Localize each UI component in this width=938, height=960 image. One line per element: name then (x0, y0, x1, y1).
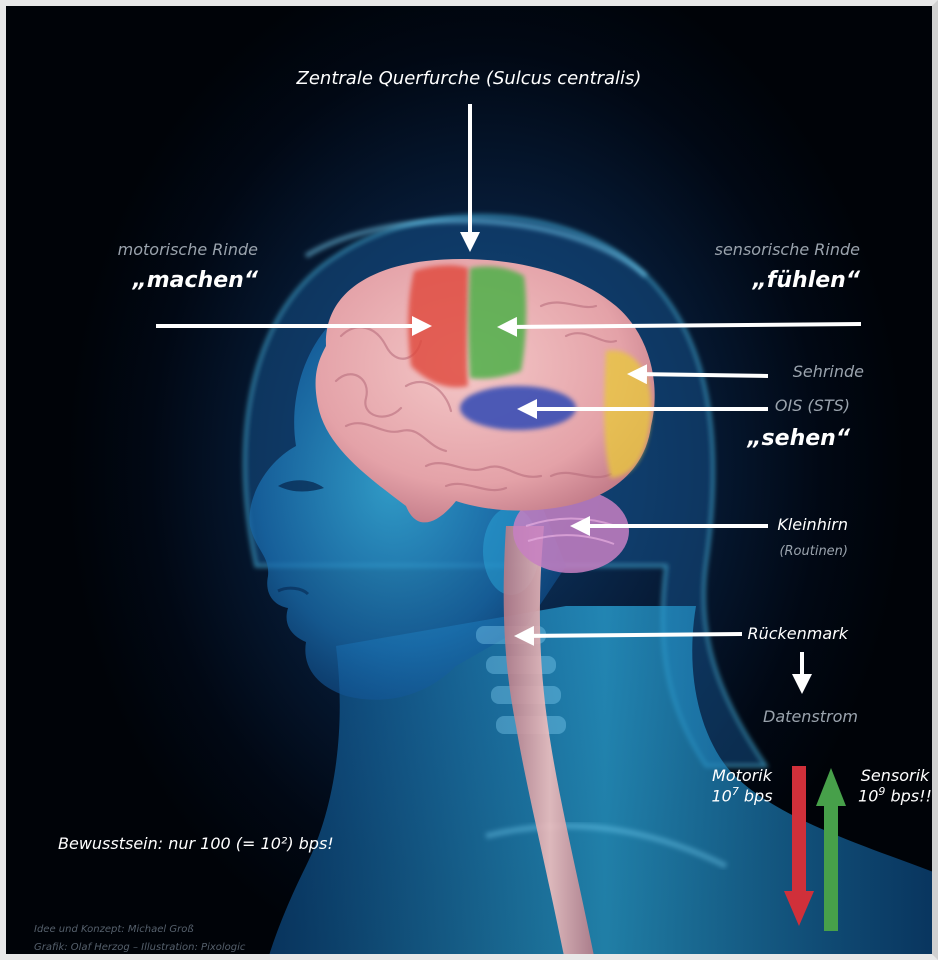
consciousness-text: Bewusstsein: nur 100 (= 10²) bps! (58, 834, 334, 853)
ois-verb: „sehen“ (686, 426, 850, 451)
visual-cortex-label: Sehrinde (706, 362, 864, 381)
sensory-cortex-region (469, 266, 527, 378)
motorik-rate: 107 bps (706, 785, 778, 805)
datastream-label: Datenstrom (706, 707, 858, 726)
cerebellum-label: Kleinhirn (706, 515, 848, 534)
sensorik-name: Sensorik (852, 766, 938, 785)
sulcus-centralis-title: Zentrale Querfurche (Sulcus centralis) (6, 68, 932, 89)
motorik-name: Motorik (706, 766, 778, 785)
sensory-cortex-verb: „fühlen“ (646, 268, 860, 293)
credit-line-1: Idee und Konzept: Michael Groß (34, 924, 194, 935)
sensorik-block: Sensorik 109 bps!! (852, 766, 938, 805)
sensory-cortex-label: sensorische Rinde (646, 240, 860, 259)
cerebellum-note: (Routinen) (706, 544, 848, 559)
spinal-cord-label: Rückenmark (686, 624, 848, 643)
ois-label: OIS (STS) (706, 396, 850, 415)
credit-line-2: Grafik: Olaf Herzog – Illustration: Pixo… (34, 942, 245, 953)
sensorik-rate: 109 bps!! (852, 785, 938, 805)
brain-illustration (6, 6, 938, 960)
motor-cortex-label: motorische Rinde (66, 240, 258, 259)
motor-cortex-verb: „machen“ (66, 268, 258, 293)
motorik-block: Motorik 107 bps (706, 766, 778, 805)
